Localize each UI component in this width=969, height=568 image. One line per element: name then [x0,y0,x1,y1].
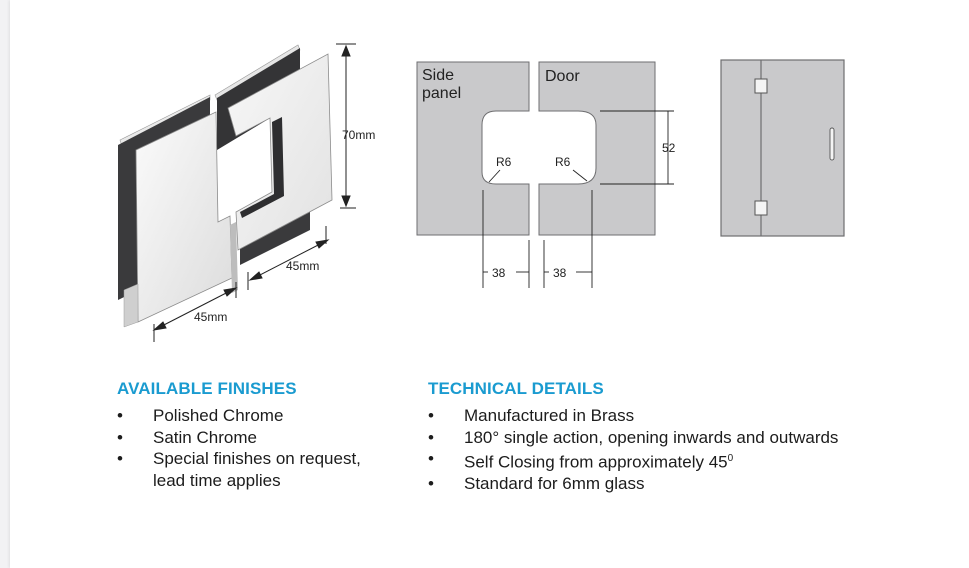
panel-label: panel [422,85,461,102]
cutout-width-right-label: 38 [553,266,567,280]
depth-dimension-right-label: 45mm [286,259,319,273]
list-item: Manufactured in Brass [428,405,948,427]
depth-dimension-left-label: 45mm [194,310,227,324]
height-dimension-label: 70mm [342,128,375,142]
document-page: 70mm 45mm 45mm Side panel Door R6 [10,0,969,568]
bottom-hinge-icon [754,200,768,216]
list-item: Self Closing from approximately 450 [428,448,948,473]
height-dimension [336,43,356,209]
cutout-width-dimension-right [543,190,593,288]
finishes-heading: AVAILABLE FINISHES [117,379,297,398]
list-item: Standard for 6mm glass [428,473,948,495]
finishes-list: Polished Chrome Satin Chrome Special fin… [117,405,417,491]
elevation-drawing [720,59,845,237]
door-label: Door [545,68,580,85]
side-panel-label: Side [422,67,454,84]
radius-right-label: R6 [555,155,571,169]
list-item: 180° single action, opening inwards and … [428,427,948,449]
technical-list: Manufactured in Brass 180° single action… [428,405,948,495]
list-item: Special finishes on request, lead time a… [117,448,417,491]
cutout-height-dimension [600,110,674,185]
door-handle-icon [829,127,835,161]
technical-heading: TECHNICAL DETAILS [428,379,604,398]
cutout-drawing: Side panel Door R6 R6 52 38 38 [416,59,845,288]
radius-left-label: R6 [496,155,512,169]
depth-dimension-left [152,282,238,342]
cutout-width-left-label: 38 [492,266,506,280]
cutout-width-dimension-left [482,190,530,288]
list-item: Polished Chrome [117,405,417,427]
list-item: Satin Chrome [117,427,417,449]
top-hinge-icon [754,78,768,94]
depth-dimension-right [247,226,330,290]
door-shape [538,61,656,236]
hinge-drawing: 70mm 45mm 45mm [118,43,375,342]
side-panel-shape [416,61,530,236]
hinge-cutout [240,117,284,218]
cutout-height-label: 52 [662,141,676,155]
